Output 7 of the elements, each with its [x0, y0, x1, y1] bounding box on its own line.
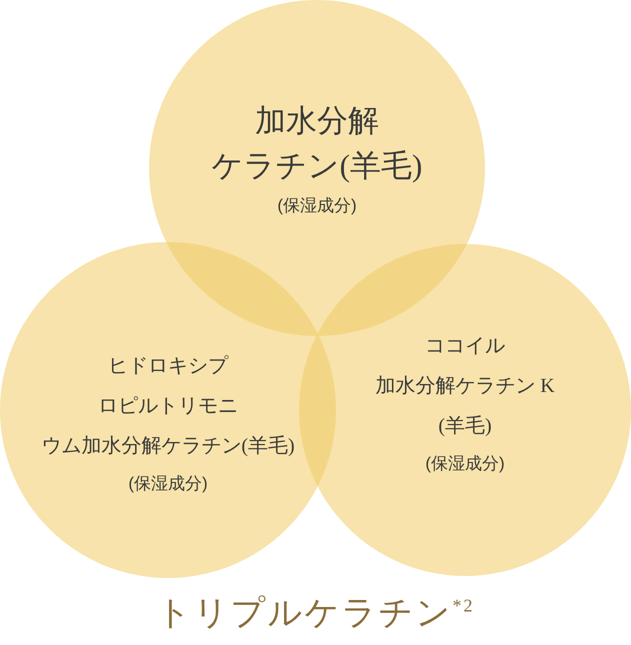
- caption: トリプルケラチン$^{*2}$: [156, 594, 476, 634]
- circle-title: 加水分解ケラチン(羊毛): [212, 102, 422, 184]
- circle-note: (保湿成分): [128, 472, 208, 494]
- circle-note: (保湿成分): [425, 452, 505, 474]
- circle-title: ココイル加水分解ケラチン K(羊毛): [375, 334, 555, 438]
- circle-title: ヒドロキシプロピルトリモニウム加水分解ケラチン(羊毛): [41, 354, 295, 458]
- circle-note: (保湿成分): [277, 195, 357, 218]
